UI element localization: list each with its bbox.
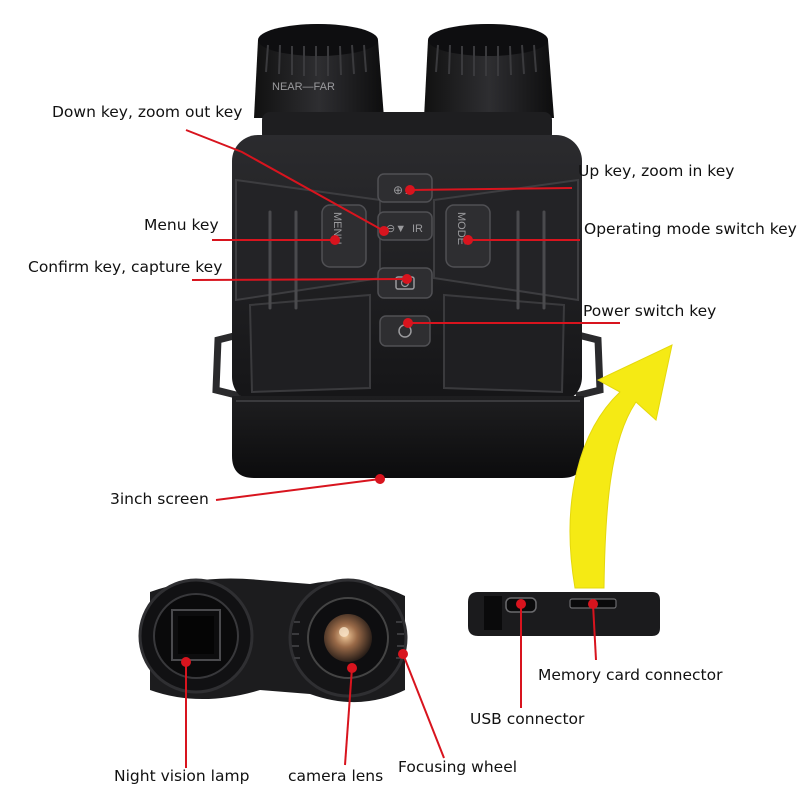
menu-key <box>321 204 367 268</box>
label-camera-lens: camera lens <box>288 767 384 785</box>
label-usb: USB connector <box>470 710 585 728</box>
left-eyepiece: NEAR—FAR <box>254 24 384 118</box>
binocular-device: NEAR—FAR <box>212 24 604 478</box>
label-focus-wheel: Focusing wheel <box>398 758 518 776</box>
label-up-key: Up key, zoom in key <box>578 162 735 180</box>
label-memory-card: Memory card connector <box>538 666 723 684</box>
front-view <box>138 578 408 703</box>
label-mode-key: Operating mode switch key <box>584 220 797 238</box>
camera-lens <box>324 614 372 662</box>
label-screen: 3inch screen <box>110 490 209 508</box>
side-ports-view <box>468 592 660 636</box>
label-confirm-key: Confirm key, capture key <box>28 258 223 276</box>
label-menu-key: Menu key <box>144 216 219 234</box>
callout-dots <box>181 185 598 673</box>
mode-key-text: MODE <box>455 212 467 245</box>
up-key <box>377 173 433 203</box>
label-power-key: Power switch key <box>583 302 717 320</box>
screen-housing <box>232 396 584 478</box>
yellow-arrow <box>569 344 673 589</box>
right-eyepiece <box>424 24 554 118</box>
svg-text:⊖▼: ⊖▼ <box>386 223 406 235</box>
label-down-key: Down key, zoom out key <box>52 103 243 121</box>
eyepiece-text: NEAR—FAR <box>272 81 335 93</box>
label-night-lamp: Night vision lamp <box>114 767 250 785</box>
ir-key-text: IR <box>412 223 423 235</box>
down-key <box>377 211 433 241</box>
callout-lines <box>185 129 620 768</box>
